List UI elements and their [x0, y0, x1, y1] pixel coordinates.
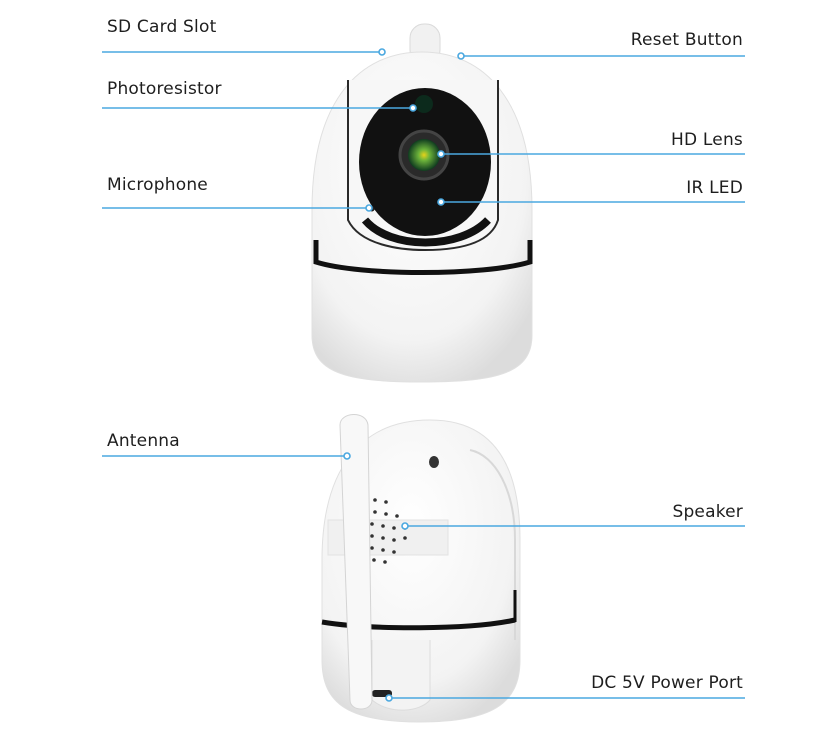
label-sd-card-slot: SD Card Slot [107, 17, 217, 37]
leader-lines [102, 48, 745, 702]
mount-hole [429, 456, 439, 468]
side-band [321, 617, 516, 631]
front-band [313, 240, 533, 275]
label-reset-button: Reset Button [630, 30, 743, 50]
side-camera [321, 414, 521, 723]
photoresistor-icon [415, 95, 433, 113]
label-hd-lens: HD Lens [671, 130, 743, 150]
label-photoresistor: Photoresistor [107, 79, 222, 99]
label-speaker: Speaker [672, 502, 743, 522]
antenna [339, 414, 373, 710]
label-antenna: Antenna [107, 431, 180, 451]
label-dc-power-port: DC 5V Power Port [591, 673, 743, 693]
label-microphone: Microphone [107, 175, 208, 195]
label-ir-led: IR LED [686, 178, 743, 198]
front-camera [311, 23, 533, 383]
